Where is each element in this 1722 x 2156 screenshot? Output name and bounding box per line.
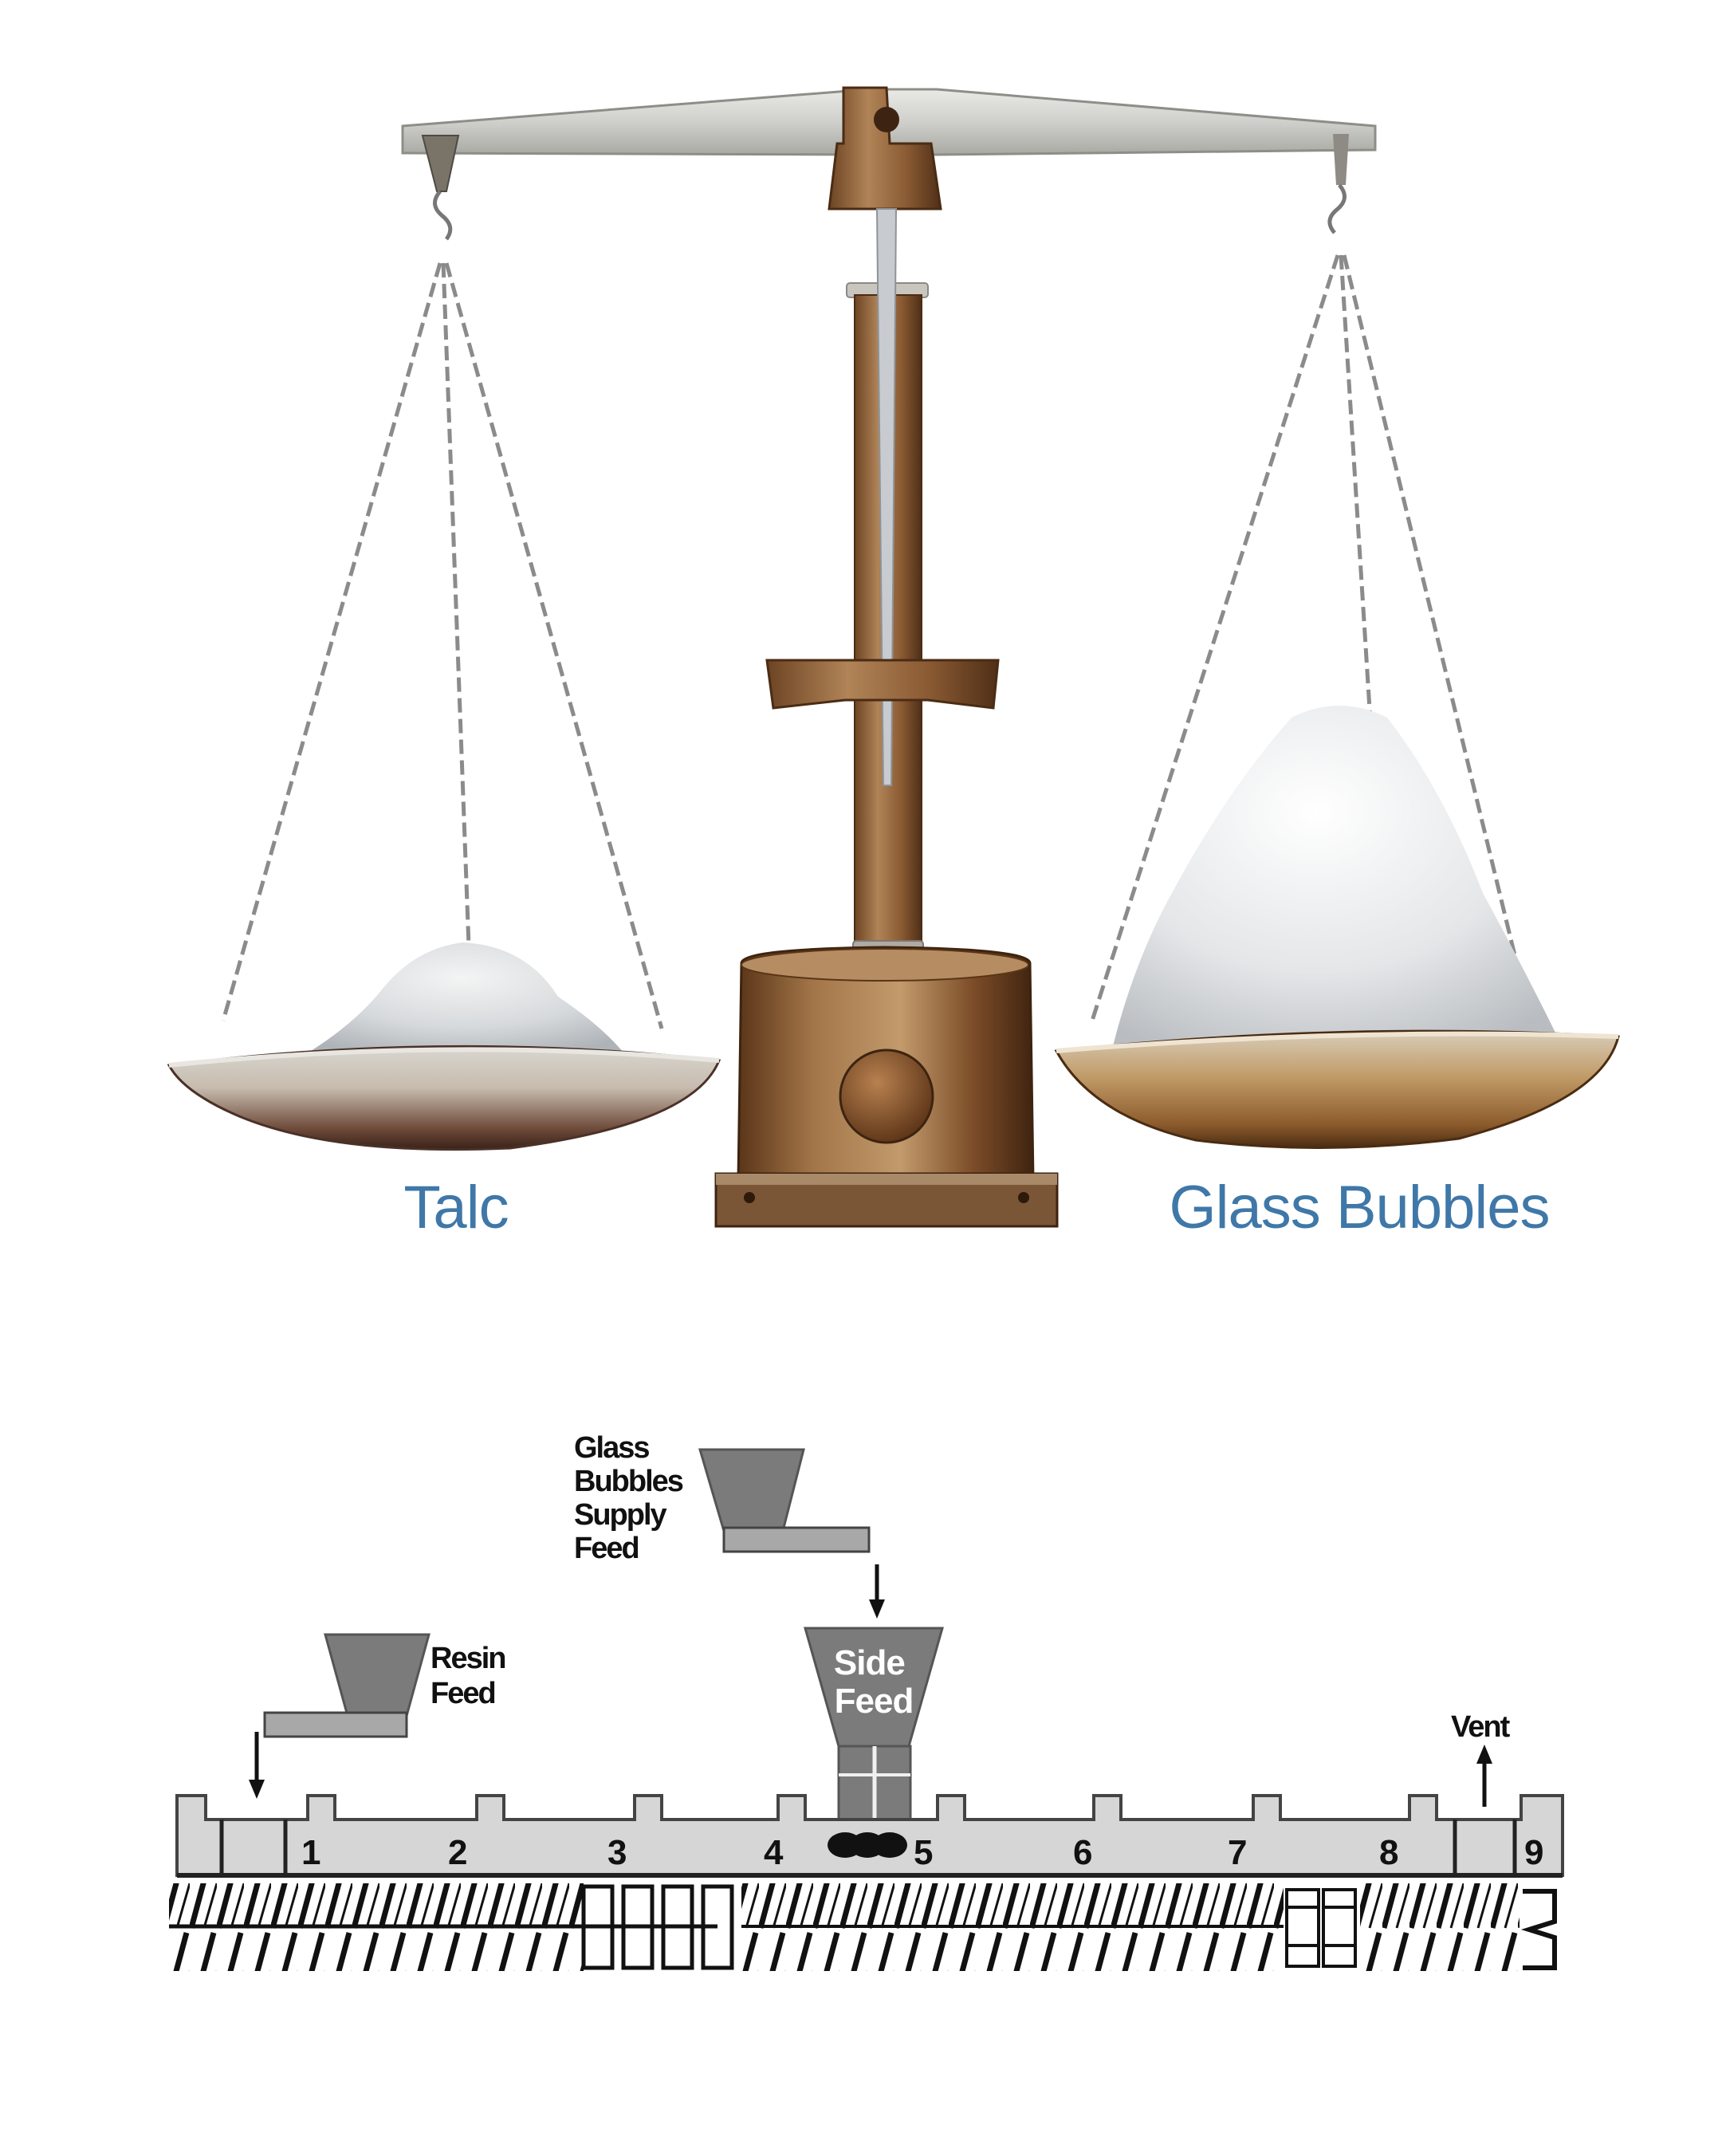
supply-arrow bbox=[869, 1564, 885, 1619]
left-chains bbox=[221, 262, 664, 1029]
scale-cross-arm bbox=[765, 659, 1000, 710]
extruder-screw bbox=[169, 1883, 1557, 1971]
glass-bubbles-powder bbox=[1110, 706, 1569, 1060]
resin-hopper bbox=[324, 1633, 431, 1717]
resin-feed-label: Resin Feed bbox=[431, 1642, 512, 1710]
glass-bubbles-label: Glass Bubbles bbox=[1169, 1174, 1549, 1241]
resin-arrow bbox=[249, 1732, 265, 1799]
zone-number: 7 bbox=[1228, 1833, 1247, 1872]
left-hanger bbox=[421, 135, 460, 192]
right-pan bbox=[1054, 1029, 1620, 1150]
talc-powder bbox=[295, 942, 630, 1060]
zone-number: 3 bbox=[607, 1833, 627, 1872]
supply-feed-tube bbox=[722, 1526, 871, 1553]
zone-dividers bbox=[219, 1820, 1517, 1875]
right-hanger bbox=[1333, 134, 1349, 185]
resin-feed-tube bbox=[263, 1711, 408, 1738]
zone-number: 1 bbox=[301, 1833, 320, 1872]
base-knob bbox=[839, 1048, 934, 1144]
left-pan bbox=[167, 1045, 721, 1151]
glass-bubbles-feed-label: Glass Bubbles Supply Feed bbox=[574, 1431, 689, 1565]
fulcrum-block bbox=[828, 86, 942, 210]
scale-pointer bbox=[875, 208, 898, 786]
balance-scale: Talc Glass Bubbles bbox=[167, 86, 1620, 1241]
zone-number: 5 bbox=[914, 1833, 933, 1872]
right-chains bbox=[1090, 254, 1533, 1021]
extruder-diagram: Glass Bubbles Supply Feed Side Feed Resi… bbox=[169, 1431, 1564, 1971]
talc-label: Talc bbox=[403, 1174, 508, 1241]
side-feed-label: Side Feed bbox=[834, 1643, 914, 1721]
zone-number: 2 bbox=[448, 1833, 467, 1872]
zone-number: 4 bbox=[764, 1833, 784, 1872]
zone-number: 6 bbox=[1073, 1833, 1092, 1872]
supply-hopper bbox=[698, 1448, 805, 1532]
zone-number: 9 bbox=[1524, 1833, 1543, 1872]
kneading-block bbox=[828, 1832, 907, 1858]
vent-arrow bbox=[1476, 1745, 1492, 1807]
vent-label: Vent bbox=[1451, 1710, 1511, 1744]
zone-number: 8 bbox=[1379, 1833, 1398, 1872]
